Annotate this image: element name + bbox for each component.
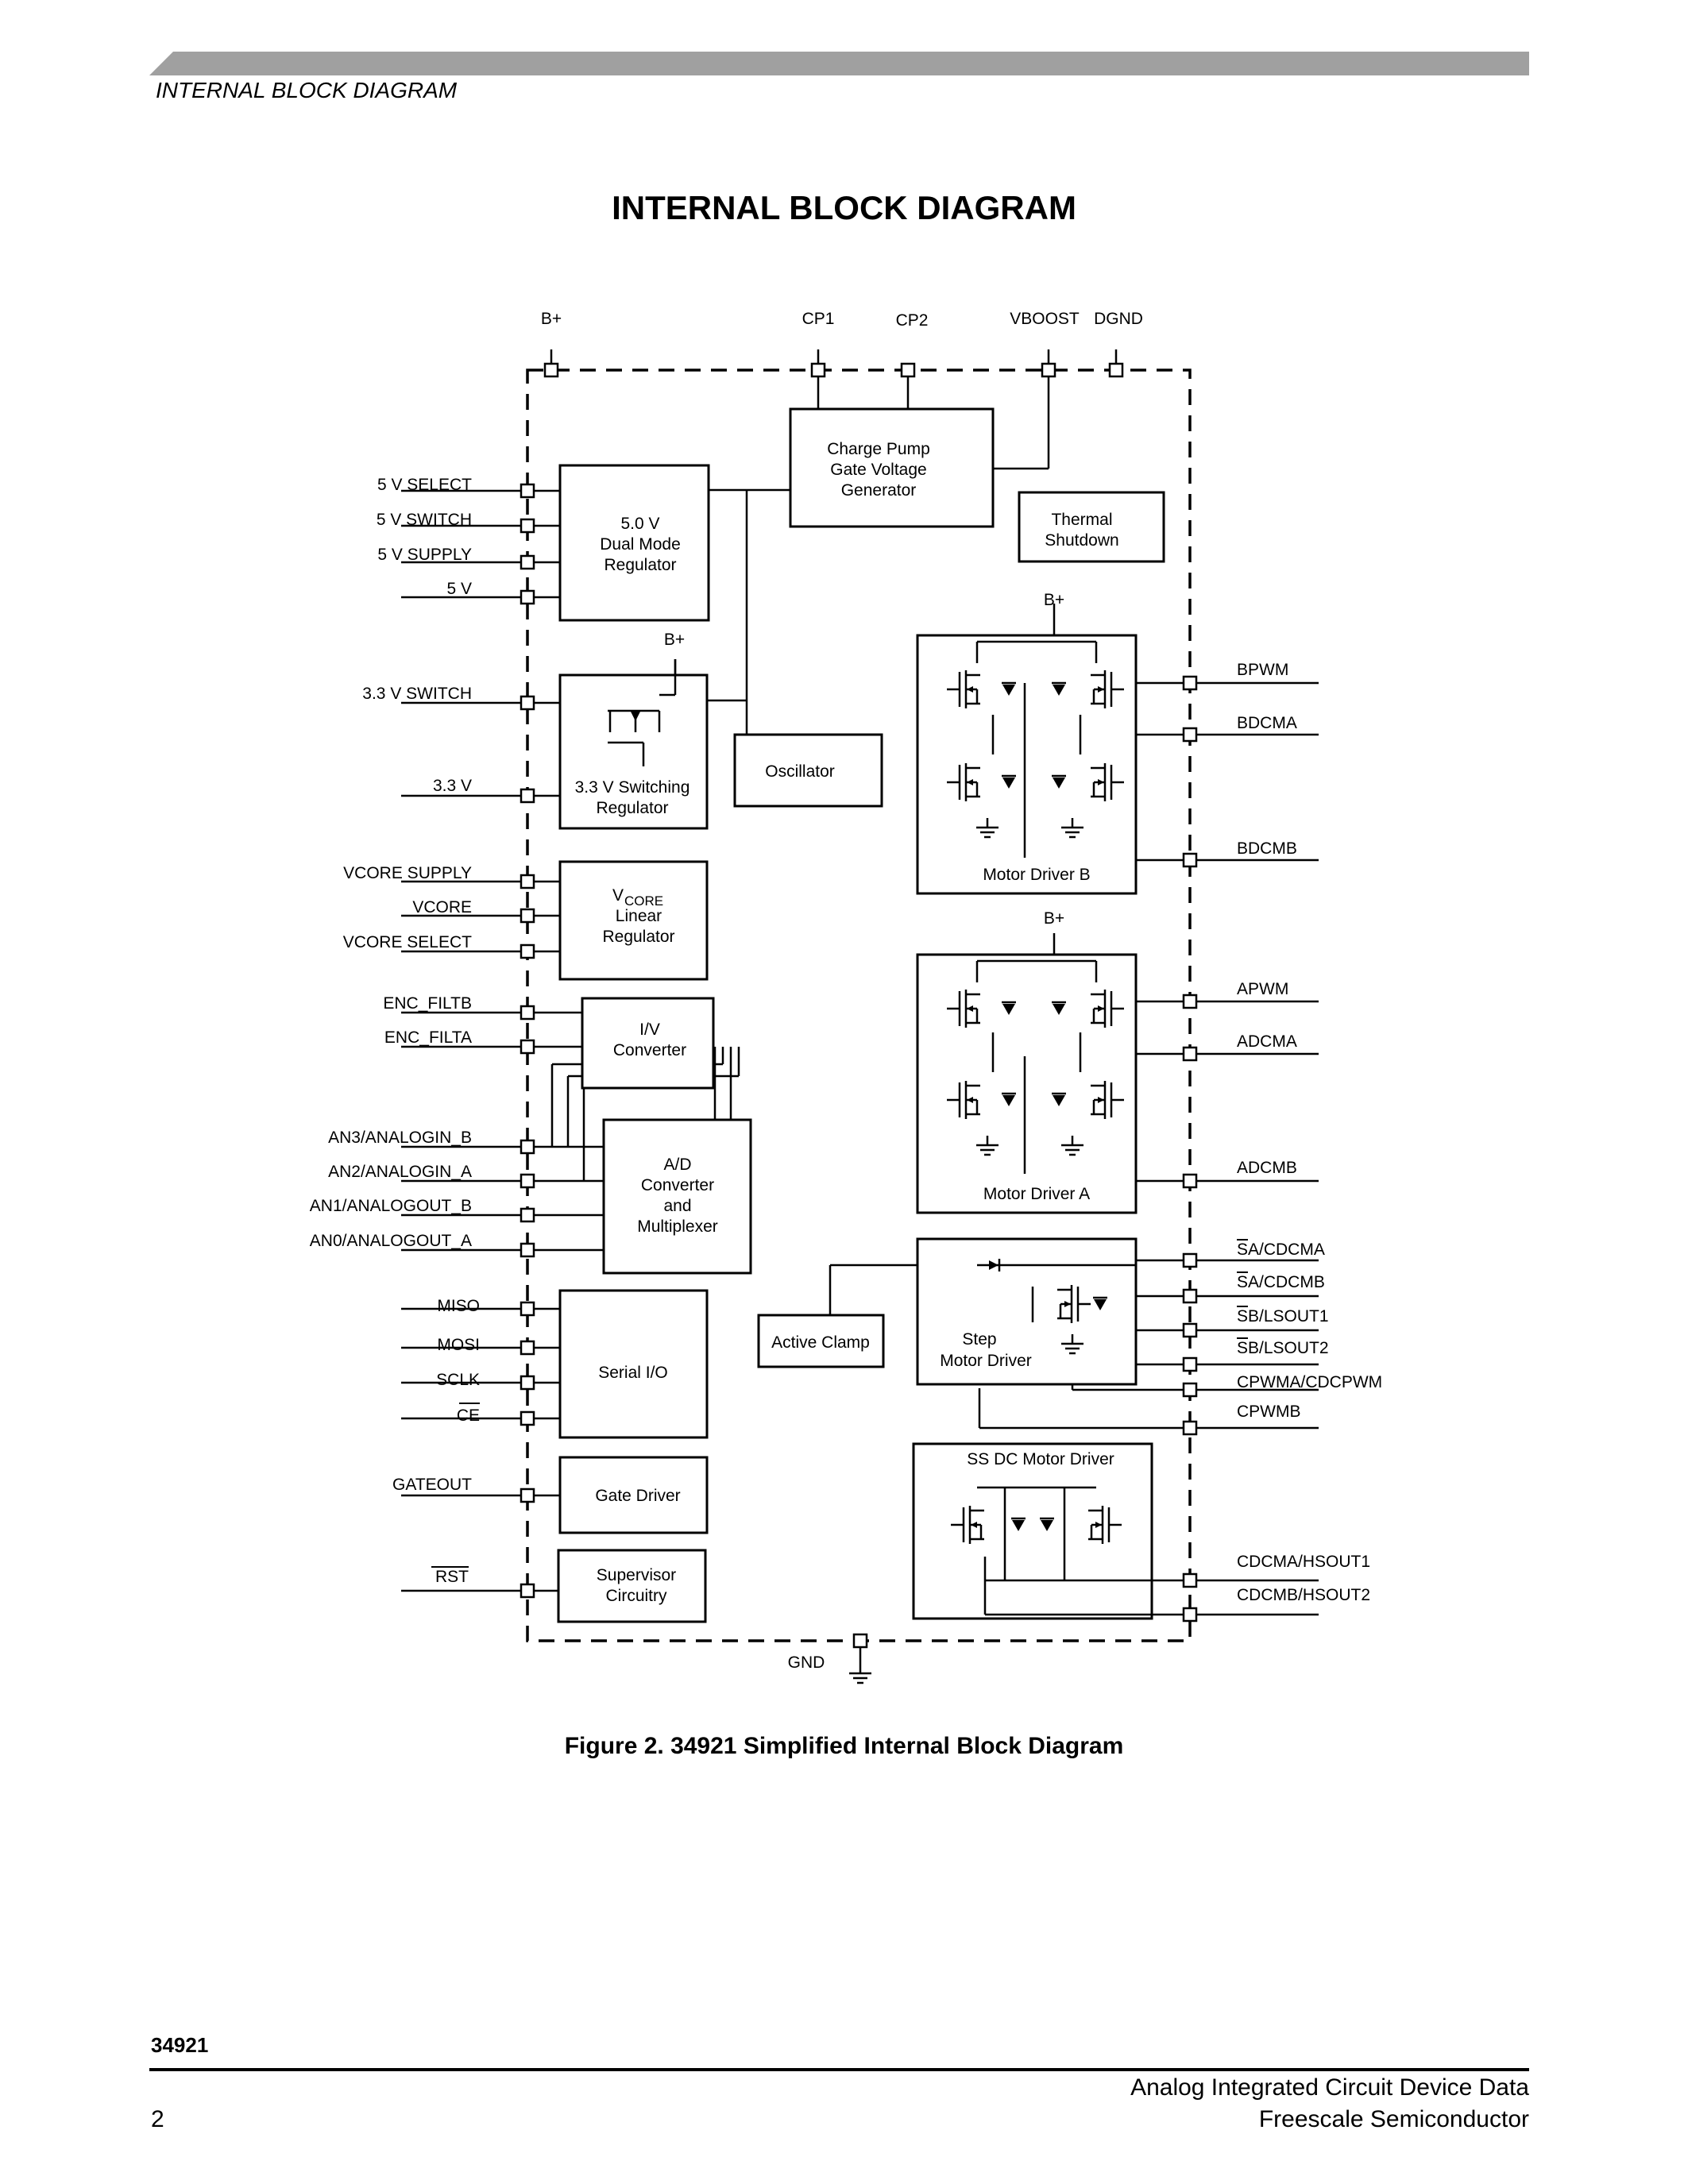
pin-label: BDCMB bbox=[1237, 839, 1297, 858]
page-number: 2 bbox=[151, 2106, 164, 2132]
block-labels: Charge Pump Gate Voltage Generator Therm… bbox=[575, 440, 1119, 1605]
pin-label: AN3/ANALOGIN_B bbox=[328, 1129, 472, 1147]
ssdc-circuit bbox=[949, 1486, 1152, 1616]
pin-label: CDCMA/HSOUT1 bbox=[1237, 1553, 1370, 1571]
vcore-label: Regulator bbox=[602, 928, 674, 946]
adc-label: and bbox=[663, 1197, 691, 1215]
footer-rule bbox=[149, 2068, 1529, 2071]
pin-label: 5 V SELECT bbox=[377, 476, 472, 494]
pin-label: APWM bbox=[1237, 980, 1288, 998]
pin-label: ADCMB bbox=[1237, 1159, 1297, 1177]
bplus-label: B+ bbox=[664, 631, 685, 649]
pin-label: BDCMA bbox=[1237, 714, 1297, 732]
active-clamp-label: Active Clamp bbox=[771, 1333, 870, 1352]
ssdc-label: SS DC Motor Driver bbox=[967, 1450, 1114, 1468]
thermal-label: Thermal bbox=[1051, 511, 1112, 529]
pin-label: RST bbox=[435, 1568, 469, 1586]
right-pin-labels: BPWM BDCMA BDCMB APWM ADCMA ADCMB SA/CDC… bbox=[1237, 661, 1382, 1604]
pin-label: 5 V bbox=[446, 580, 472, 598]
running-header: INTERNAL BLOCK DIAGRAM bbox=[156, 78, 458, 102]
pin-label: ENC_FILTB bbox=[383, 994, 472, 1013]
vcore-label: V bbox=[612, 886, 624, 905]
supervisor-label: Supervisor bbox=[597, 1566, 676, 1584]
pin-label: DGND bbox=[1094, 310, 1143, 328]
supervisor-label: Circuitry bbox=[606, 1587, 667, 1605]
pin-label: CDCMB/HSOUT2 bbox=[1237, 1586, 1370, 1604]
adc-label: A/D bbox=[663, 1156, 691, 1174]
pin-label: GATEOUT bbox=[392, 1476, 472, 1494]
pin-label: MISO bbox=[437, 1297, 480, 1315]
serial-label: Serial I/O bbox=[598, 1364, 668, 1382]
iv-label: I/V bbox=[639, 1021, 660, 1039]
step-label: Motor Driver bbox=[940, 1352, 1032, 1370]
thermal-label: Shutdown bbox=[1045, 531, 1118, 550]
part-number: 34921 bbox=[151, 2033, 209, 2057]
vcore-label: Linear bbox=[616, 907, 662, 925]
vcore-label: CORE bbox=[624, 893, 663, 909]
pin-label: B+ bbox=[541, 310, 562, 328]
footer-doc-title: Analog Integrated Circuit Device Data bbox=[1130, 2074, 1529, 2101]
figure-caption: Figure 2. 34921 Simplified Internal Bloc… bbox=[564, 1733, 1124, 1759]
pin-label: SB/LSOUT2 bbox=[1237, 1339, 1329, 1357]
motor-driver-a-circuit bbox=[945, 933, 1126, 1174]
pin-label: CE bbox=[457, 1406, 480, 1425]
reg33-label: 3.3 V Switching bbox=[575, 778, 690, 797]
pin-label: CPWMA/CDCPWM bbox=[1237, 1373, 1382, 1391]
pin-label: VBOOST bbox=[1010, 310, 1080, 328]
reg5-label: Regulator bbox=[604, 556, 676, 574]
wiring bbox=[401, 349, 1319, 1664]
left-pin-labels: 5 V SELECT 5 V SWITCH 5 V SUPPLY 5 V 3.3… bbox=[310, 476, 480, 1586]
pin-label: CPWMB bbox=[1237, 1403, 1301, 1421]
pin-label: AN2/ANALOGIN_A bbox=[328, 1163, 472, 1181]
pin-label: SCLK bbox=[436, 1371, 480, 1389]
footer-company: Freescale Semiconductor bbox=[1258, 2106, 1529, 2132]
pin-label: 3.3 V SWITCH bbox=[362, 685, 472, 703]
bplus-label: B+ bbox=[1044, 909, 1064, 928]
pin-label: ADCMA bbox=[1237, 1032, 1297, 1051]
pin-label: SA/CDCMB bbox=[1237, 1273, 1325, 1291]
pin-label: CP1 bbox=[802, 310, 835, 328]
step-driver-circuit bbox=[977, 1259, 1136, 1355]
pin-label: 5 V SUPPLY bbox=[377, 546, 472, 564]
pin-label: MOSI bbox=[437, 1336, 480, 1354]
pin-label: SB/LSOUT1 bbox=[1237, 1307, 1329, 1325]
gate-driver-label: Gate Driver bbox=[595, 1487, 680, 1505]
function-blocks bbox=[557, 407, 1165, 1623]
pin-label: SA/CDCMA bbox=[1237, 1241, 1325, 1259]
pin-label: VCORE bbox=[412, 898, 472, 916]
charge-pump-label: Gate Voltage bbox=[830, 461, 926, 479]
adc-label: Multiplexer bbox=[637, 1217, 718, 1236]
header-bar bbox=[149, 52, 1529, 75]
pin-label: VCORE SELECT bbox=[343, 933, 472, 951]
motor-driver-b-circuit bbox=[945, 604, 1126, 858]
page-title: INTERNAL BLOCK DIAGRAM bbox=[612, 189, 1076, 226]
charge-pump-label: Charge Pump bbox=[827, 440, 930, 458]
pin-label: VCORE SUPPLY bbox=[343, 864, 472, 882]
reg33-label: Regulator bbox=[596, 799, 668, 817]
pin-label: 3.3 V bbox=[433, 777, 472, 795]
bplus-label: B+ bbox=[1044, 591, 1064, 609]
motor-a-label: Motor Driver A bbox=[983, 1185, 1090, 1203]
charge-pump-label: Generator bbox=[841, 481, 917, 500]
pin-label: BPWM bbox=[1237, 661, 1288, 679]
motor-b-label: Motor Driver B bbox=[983, 866, 1090, 884]
pin-label: CP2 bbox=[896, 311, 929, 330]
iv-label: Converter bbox=[613, 1041, 686, 1059]
oscillator-label: Oscillator bbox=[765, 762, 835, 781]
reg5-label: 5.0 V bbox=[620, 515, 659, 533]
adc-label: Converter bbox=[641, 1176, 714, 1194]
top-pin-labels: B+ CP1 CP2 VBOOST DGND bbox=[541, 310, 1143, 330]
pin-label: ENC_FILTA bbox=[384, 1028, 472, 1047]
reg5-label: Dual Mode bbox=[600, 535, 681, 554]
pin-label: 5 V SWITCH bbox=[377, 511, 472, 529]
pin-pads bbox=[520, 362, 1198, 1649]
pin-label: AN0/ANALOGOUT_A bbox=[310, 1232, 472, 1250]
pin-label: AN1/ANALOGOUT_B bbox=[310, 1197, 472, 1215]
step-label: Step bbox=[962, 1330, 996, 1349]
gnd-pin-label: GND bbox=[788, 1653, 825, 1672]
